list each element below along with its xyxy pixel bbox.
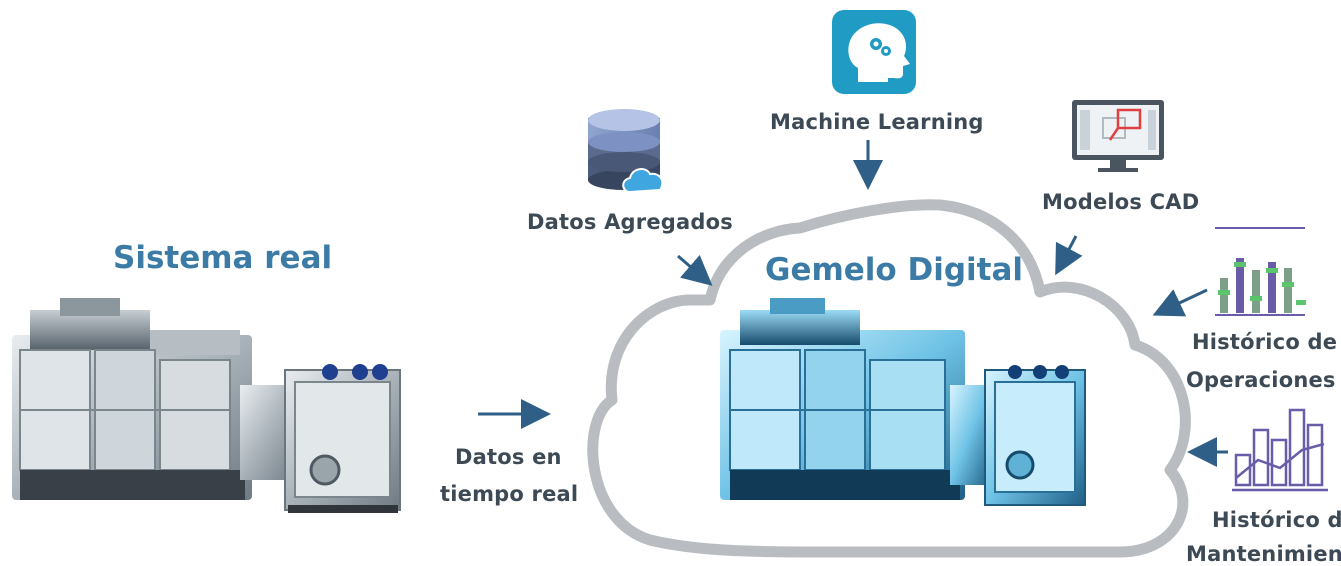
cad-arrow: [1055, 235, 1083, 276]
database-cloud-icon: [588, 109, 664, 194]
cloud-shape: [587, 199, 1191, 558]
cad-monitor-icon: [1072, 100, 1164, 172]
bar-line-chart-icon: [1232, 408, 1328, 492]
datos-agregados-arrow: [677, 254, 713, 286]
brain-gears-icon: [832, 10, 916, 94]
historico-operaciones-line1: Histórico de: [1192, 330, 1338, 354]
digital-twin-machine-image: [720, 298, 1086, 506]
realtime-label-line1: Datos en: [455, 445, 562, 469]
modelos-cad-label: Modelos CAD: [1042, 190, 1200, 214]
datos-agregados-label: Datos Agregados: [527, 210, 733, 234]
bar-chart-icon: [1215, 227, 1306, 316]
sistema-real-title: Sistema real: [113, 240, 333, 276]
real-machine-image: [12, 298, 401, 513]
operaciones-arrow: [1152, 288, 1208, 317]
historico-mantenimiento-line1: Histórico de: [1212, 508, 1341, 532]
gemelo-digital-title: Gemelo Digital: [765, 252, 1024, 288]
historico-operaciones-line2: Operaciones: [1186, 368, 1336, 392]
realtime-label-line2: tiempo real: [440, 482, 579, 506]
historico-mantenimiento-line2: Mantenimiento: [1186, 542, 1341, 566]
machine-learning-label: Machine Learning: [770, 110, 984, 134]
